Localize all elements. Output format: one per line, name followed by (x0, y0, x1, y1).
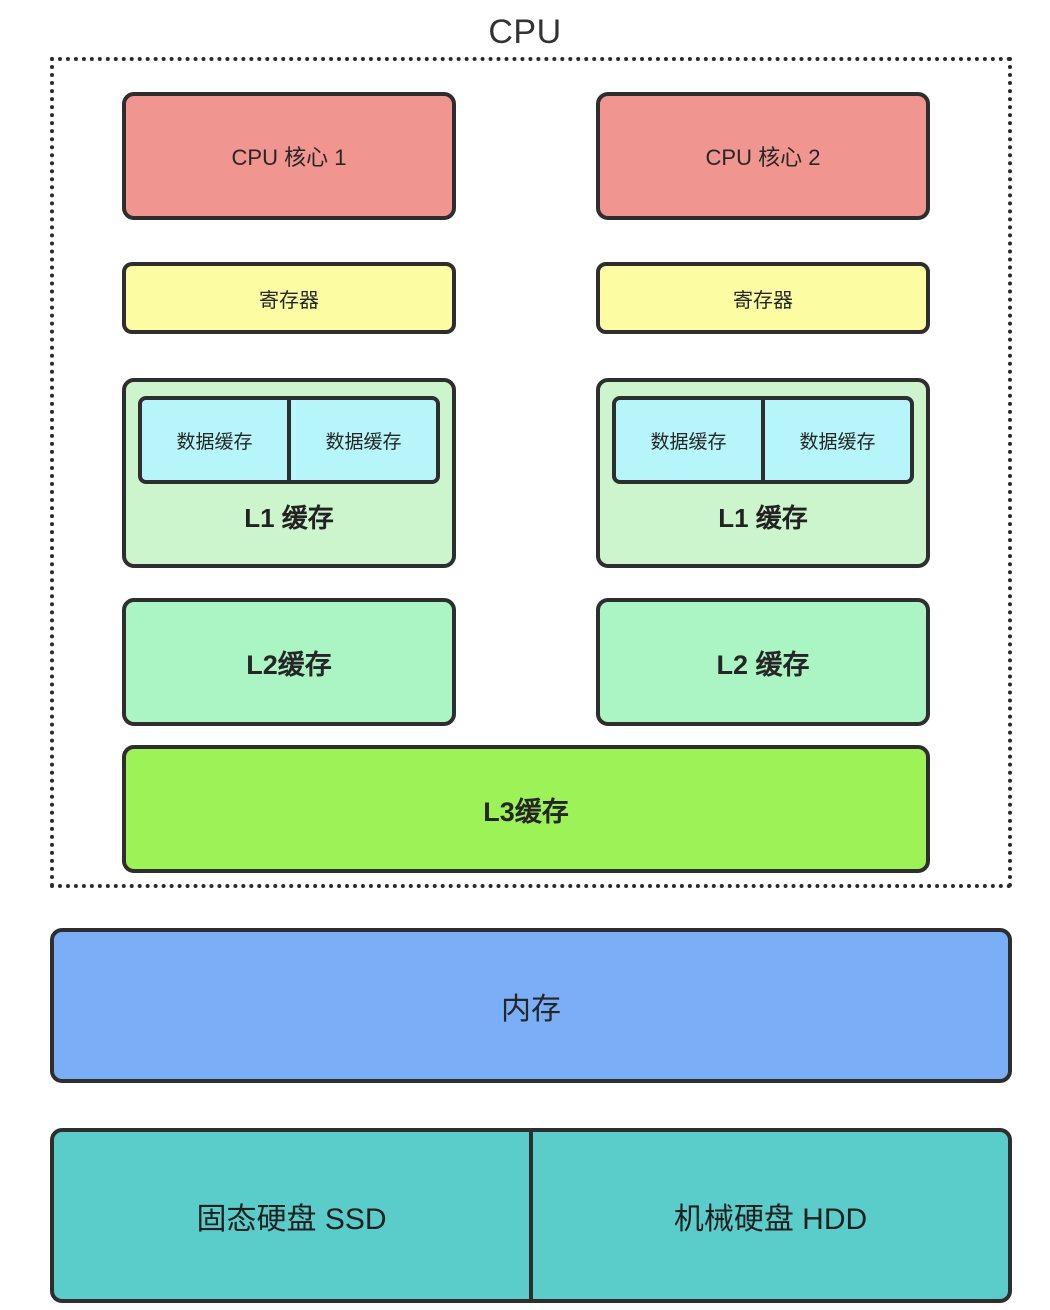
l2-cache-box-core-1: L2缓存 (122, 598, 456, 726)
cpu-core-1-box: CPU 核心 1 (122, 92, 456, 220)
l1-cache-group-core-2: 数据缓存 数据缓存 L1 缓存 (596, 378, 930, 568)
hdd-box: 机械硬盘 HDD (531, 1128, 1012, 1303)
page-title: CPU (488, 13, 562, 51)
cpu-core-2-box: CPU 核心 2 (596, 92, 930, 220)
l1-cache-label-core-2: L1 缓存 (718, 503, 808, 533)
register-box-core-2: 寄存器 (596, 262, 930, 334)
l1-cache-label-core-1: L1 缓存 (244, 503, 334, 533)
l1-cache-cells-core-1: 数据缓存 数据缓存 (138, 396, 440, 484)
storage-row: 固态硬盘 SSD 机械硬盘 HDD (50, 1128, 1012, 1303)
ssd-box: 固态硬盘 SSD (50, 1128, 531, 1303)
l1-data-cache-cell: 数据缓存 (289, 396, 440, 484)
l1-cache-cells-core-2: 数据缓存 数据缓存 (612, 396, 914, 484)
l2-cache-box-core-2: L2 缓存 (596, 598, 930, 726)
l3-cache-box: L3缓存 (122, 745, 930, 873)
cpu-container (50, 57, 1012, 888)
l1-data-cache-cell: 数据缓存 (138, 396, 289, 484)
l1-data-cache-cell: 数据缓存 (763, 396, 914, 484)
l1-cache-group-core-1: 数据缓存 数据缓存 L1 缓存 (122, 378, 456, 568)
register-box-core-1: 寄存器 (122, 262, 456, 334)
l1-data-cache-cell: 数据缓存 (612, 396, 763, 484)
memory-box: 内存 (50, 928, 1012, 1083)
